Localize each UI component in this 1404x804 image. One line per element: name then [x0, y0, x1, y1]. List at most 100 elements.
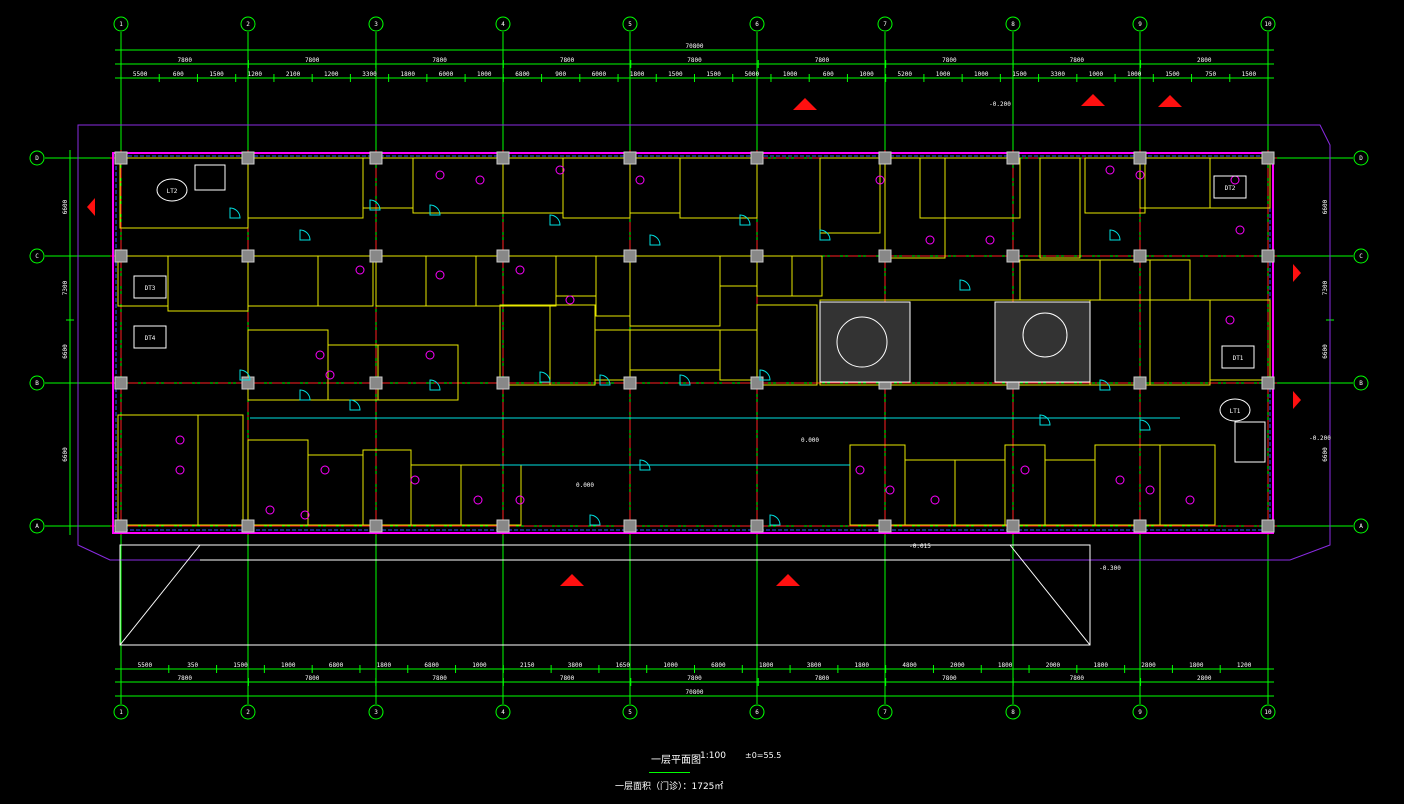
structural-column	[241, 376, 255, 390]
door-swing	[549, 214, 561, 226]
structural-column	[496, 376, 510, 390]
scanner-equipment	[1022, 312, 1068, 358]
plumbing-fixture	[855, 465, 865, 475]
axis-label-top: 9	[1138, 21, 1142, 28]
axis-bubble-right	[1353, 518, 1369, 534]
room-partition	[1149, 259, 1191, 301]
room-partition	[1084, 157, 1146, 214]
room-partition	[756, 304, 818, 386]
plumbing-fixture	[925, 235, 935, 245]
dim-detail-top-label: 3300	[362, 71, 377, 78]
canopy-line	[119, 544, 201, 646]
dim-detail-bottom-label: 4800	[902, 662, 917, 669]
room-partition	[1159, 444, 1216, 526]
axis-bubble-top	[1005, 16, 1021, 32]
dim-bays-top-label: 7800	[815, 57, 830, 64]
room-partition	[410, 464, 462, 526]
axis-bubble-bottom	[240, 704, 256, 720]
room-partition	[719, 329, 758, 381]
axis-bubble-left	[29, 518, 45, 534]
dim-bays-top-label: 7800	[305, 57, 320, 64]
core-label-dt1: DT1	[1233, 355, 1244, 362]
plumbing-fixture	[315, 350, 325, 360]
axis-label-bottom: 4	[501, 709, 505, 716]
axis-bubble-right	[1353, 375, 1369, 391]
structural-column	[623, 376, 637, 390]
entrance-arrow	[87, 198, 95, 216]
dim-bays-bottom-label: 7800	[432, 675, 447, 682]
plumbing-fixture	[1020, 465, 1030, 475]
door-swing	[429, 379, 441, 391]
dim-detail-bottom-label: 6800	[711, 662, 726, 669]
elevation-marker: 0.000	[801, 437, 819, 444]
axis-label-right: C	[1359, 253, 1363, 260]
axis-bubble-bottom	[1132, 704, 1148, 720]
dim-bays-bottom-label: 7800	[942, 675, 957, 682]
room-partition	[819, 157, 881, 234]
axis-bubble-top	[240, 16, 256, 32]
plumbing-fixture	[1135, 170, 1145, 180]
dim-detail-bottom-label: 1200	[1237, 662, 1252, 669]
entrance-arrow	[1293, 391, 1301, 409]
room-partition	[499, 304, 551, 386]
door-swing	[369, 199, 381, 211]
core-outline	[1219, 398, 1251, 422]
dim-detail-bottom-label: 1800	[377, 662, 392, 669]
structural-column	[750, 376, 764, 390]
structural-column	[1006, 519, 1020, 533]
door-swing	[739, 214, 751, 226]
dim-detail-top-label: 750	[1205, 71, 1216, 78]
dim-detail-top-label: 1000	[783, 71, 798, 78]
axis-label-top: 8	[1011, 21, 1015, 28]
room-partition	[904, 459, 956, 526]
room-partition	[594, 329, 631, 381]
entrance-arrow	[1293, 264, 1301, 282]
axis-label-bottom: 6	[755, 709, 759, 716]
axis-label-right: D	[1359, 155, 1363, 162]
structural-column	[496, 151, 510, 165]
equipment-room-hatch	[994, 301, 1091, 383]
axis-label-bottom: 3	[374, 709, 378, 716]
structural-column	[496, 519, 510, 533]
structural-column	[1006, 249, 1020, 263]
door-swing	[649, 234, 661, 246]
room-partition	[919, 157, 1021, 219]
axis-label-top: 7	[883, 21, 887, 28]
structural-column	[1261, 249, 1275, 263]
door-swing	[229, 207, 241, 219]
axis-bubble-bottom	[622, 704, 638, 720]
structural-column	[369, 151, 383, 165]
room-partition	[1099, 259, 1151, 301]
room-partition	[1209, 157, 1271, 209]
structural-column	[114, 151, 128, 165]
axis-label-bottom: 2	[246, 709, 250, 716]
dim-detail-top-label: 1500	[1165, 71, 1180, 78]
structural-column	[750, 151, 764, 165]
dim-detail-bottom-label: 2800	[1141, 662, 1156, 669]
structural-column	[750, 519, 764, 533]
room-partition	[629, 157, 681, 214]
dim-detail-bottom-label: 6800	[424, 662, 439, 669]
dim-bays-top-label: 7800	[687, 57, 702, 64]
dim-detail-bottom-label: 1800	[855, 662, 870, 669]
structural-column	[1133, 376, 1147, 390]
drawing-scale: 1:100	[700, 751, 726, 761]
structural-column	[1133, 151, 1147, 165]
room-partition	[327, 344, 379, 401]
door-swing	[589, 514, 601, 526]
structural-column	[114, 376, 128, 390]
room-partition	[595, 255, 631, 317]
structural-column	[1261, 151, 1275, 165]
axis-bubble-top	[1260, 16, 1276, 32]
axis-bubble-left	[29, 375, 45, 391]
room-partition	[1139, 157, 1211, 209]
dim-detail-top-label: 6000	[439, 71, 454, 78]
door-swing	[599, 374, 611, 386]
plumbing-fixture	[435, 270, 445, 280]
structural-column	[1133, 249, 1147, 263]
structural-column	[114, 519, 128, 533]
dim-bays-bottom-label: 7800	[305, 675, 320, 682]
dim-detail-bottom-label: 2150	[520, 662, 535, 669]
floor-area-note: 一层面积（门诊）：1725㎡	[615, 782, 724, 792]
